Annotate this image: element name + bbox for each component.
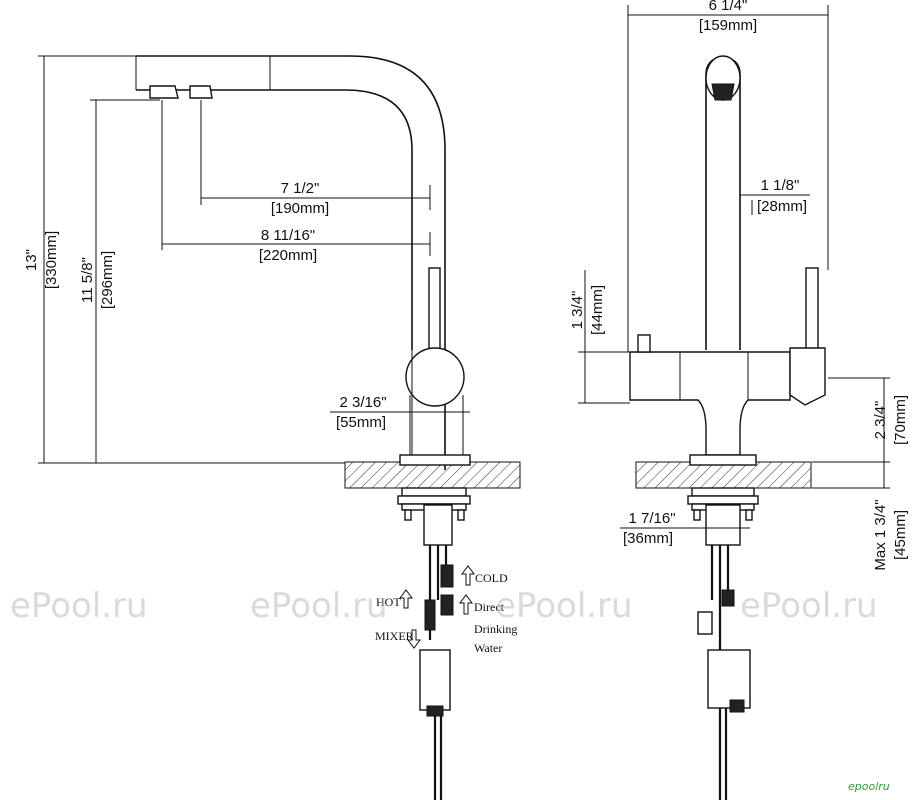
dim-height-total: 13" [330mm]: [23, 55, 345, 464]
front-body: [629, 351, 791, 456]
watermark-3: ePool.ru: [495, 586, 633, 626]
dim-height-spout: 11 5/8" [296mm]: [79, 99, 160, 463]
watermark-4: ePool.ru: [740, 586, 878, 626]
dim-spout-diameter-in: 1 1/8": [761, 177, 800, 194]
countertop-left: [344, 461, 521, 489]
dim-height-total-in: 13": [23, 249, 40, 271]
spout-head: [135, 55, 446, 470]
brand-mark: epoolru: [848, 780, 890, 793]
side-shank: [423, 504, 453, 546]
dim-deck-max: Max 1 3/4" [45mm]: [812, 462, 909, 571]
watermark-2: ePool.ru: [250, 586, 388, 626]
side-view: COLD HOT Direct Drinking Water MIXER 13"…: [23, 55, 521, 800]
dim-reach-b-in: 8 11/16": [261, 227, 315, 244]
front-base-ring: [689, 454, 757, 466]
dim-shank-diameter-mm: [36mm]: [623, 530, 673, 547]
dim-width-mm: [159mm]: [699, 17, 757, 34]
label-direct-3: Water: [474, 641, 502, 655]
arrow-up-icon: [459, 594, 473, 615]
dim-width: 6 1/4" [159mm]: [627, 0, 829, 352]
dim-spout-diameter-mm: [28mm]: [757, 198, 807, 215]
dim-body-height-in: 2 3/4": [872, 401, 889, 440]
dim-reach-b-mm: [220mm]: [259, 247, 317, 264]
label-hot: HOT: [376, 595, 401, 609]
dim-shank-diameter: 1 7/16" [36mm]: [620, 510, 750, 547]
side-hoses: [419, 545, 454, 800]
dim-height-total-mm: [330mm]: [43, 231, 60, 289]
dim-reach-a: 7 1/2" [190mm]: [200, 100, 431, 217]
side-handle-knob: [405, 347, 465, 407]
side-base-ring: [399, 454, 471, 466]
dim-base-diameter: 2 3/16" [55mm]: [330, 394, 470, 455]
label-mixer: MIXER: [375, 629, 414, 643]
front-shank: [705, 504, 741, 546]
dim-spout-diameter: 1 1/8" [28mm]: [740, 177, 810, 215]
front-view: 6 1/4" [159mm] 1 1/8" [28mm] 1 3/4" [44m…: [569, 0, 909, 800]
dim-body-height: 2 3/4" [70mm]: [812, 377, 909, 463]
hose-labels: COLD HOT Direct Drinking Water MIXER: [375, 565, 517, 655]
countertop-right: [635, 461, 812, 489]
dim-reach-a-mm: [190mm]: [271, 200, 329, 217]
dim-base-diameter-in: 2 3/16": [339, 394, 386, 411]
dim-base-diameter-mm: [55mm]: [336, 414, 386, 431]
dim-reach-b: 8 11/16" [220mm]: [161, 100, 431, 264]
dim-deck-max-mm: [45mm]: [892, 510, 909, 560]
dim-lever-height-mm: [44mm]: [589, 285, 606, 335]
dim-lever-height: 1 3/4" [44mm]: [569, 270, 630, 404]
dim-lever-height-in: 1 3/4": [569, 291, 586, 330]
label-direct-1: Direct: [474, 600, 505, 614]
dim-height-spout-mm: [296mm]: [99, 251, 116, 309]
front-spout: [705, 57, 741, 350]
arrow-up-icon: [461, 565, 475, 586]
dim-shank-diameter-in: 1 7/16": [628, 510, 675, 527]
dim-body-height-mm: [70mm]: [892, 395, 909, 445]
dim-deck-max-in: Max 1 3/4": [872, 499, 889, 570]
arrow-down-icon: [407, 629, 421, 649]
dim-width-in: 6 1/4": [709, 0, 748, 14]
front-hoses: [697, 545, 751, 800]
watermarks: ePool.ru ePool.ru ePool.ru ePool.ru: [10, 586, 878, 626]
arrow-up-icon: [399, 589, 413, 609]
front-handle-lever: [805, 267, 819, 359]
label-direct-2: Drinking: [474, 622, 517, 636]
label-cold: COLD: [475, 571, 508, 585]
dim-reach-a-in: 7 1/2": [281, 180, 320, 197]
dim-height-spout-in: 11 5/8": [79, 257, 96, 303]
watermark-1: ePool.ru: [10, 586, 148, 626]
